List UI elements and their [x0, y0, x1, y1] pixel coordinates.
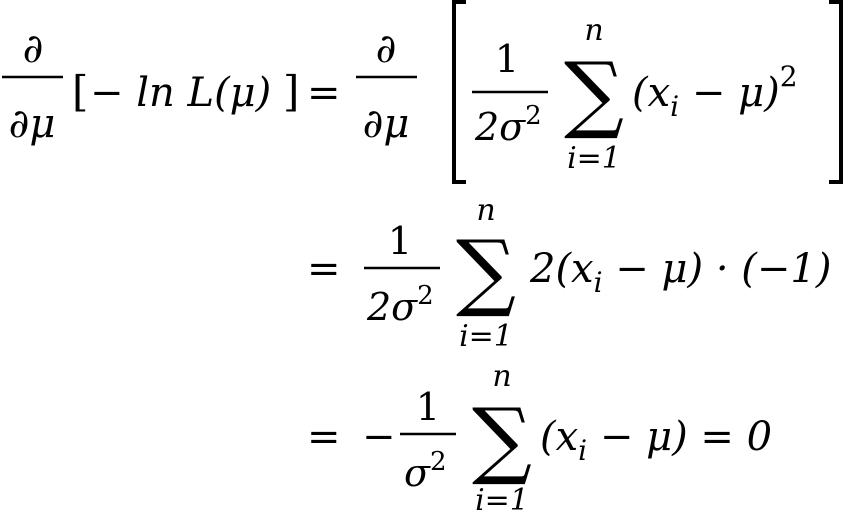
line1-sum-lower: i=1 — [567, 141, 621, 176]
line1-sum-symbol: ∑ — [564, 44, 624, 142]
line2-body: 2(xi − μ) · (−1) — [529, 246, 831, 299]
line1-frac-den: 2σ2 — [474, 101, 542, 149]
line3-sum-upper: n — [492, 359, 511, 394]
line2-frac-num: 1 — [388, 219, 412, 263]
line1-sum-upper: n — [584, 13, 603, 48]
line1-big-bracket-left — [452, 0, 466, 184]
line2-frac-den: 2σ2 — [366, 281, 434, 329]
lhs-frac-num: ∂ — [23, 26, 44, 72]
line3-frac-num: 1 — [416, 385, 440, 429]
line1-big-bracket-right — [829, 0, 843, 184]
line1-partial-num: ∂ — [376, 26, 397, 72]
line1-partial-den: ∂μ — [363, 101, 410, 147]
line-3: = − 1 σ2 n ∑ i=1 (xi − μ) = 0 — [307, 359, 772, 515]
line-2: = 1 2σ2 n ∑ i=1 2(xi − μ) · (−1) — [307, 193, 831, 354]
line2-sum-symbol: ∑ — [456, 222, 516, 320]
line2-equals: = — [307, 246, 341, 292]
line2-sum-upper: n — [476, 193, 495, 228]
line3-body: (xi − μ) = 0 — [540, 414, 772, 467]
lhs-bracket-close: ] — [283, 67, 299, 116]
line3-equals: = — [307, 414, 341, 460]
lhs-frac-den: ∂μ — [9, 101, 56, 147]
line1-equals: = — [307, 70, 341, 116]
line1-frac-num: 1 — [495, 37, 519, 81]
line3-sum-lower: i=1 — [475, 483, 529, 515]
line-1: = ∂ ∂μ 1 2σ2 n ∑ i=1 (xi − μ)2 — [307, 0, 843, 184]
line1-body: (xi − μ)2 — [632, 60, 798, 123]
lhs-bracket-open: [ — [72, 67, 88, 116]
lhs-expression: − ln L(μ) — [90, 70, 271, 116]
line3-sum-symbol: ∑ — [472, 390, 532, 488]
line3-minus: − — [362, 414, 396, 460]
line3-frac-den: σ2 — [404, 447, 447, 495]
line2-sum-lower: i=1 — [459, 319, 513, 354]
lhs-derivative: ∂ ∂μ [ − ln L(μ) ] — [2, 26, 299, 147]
